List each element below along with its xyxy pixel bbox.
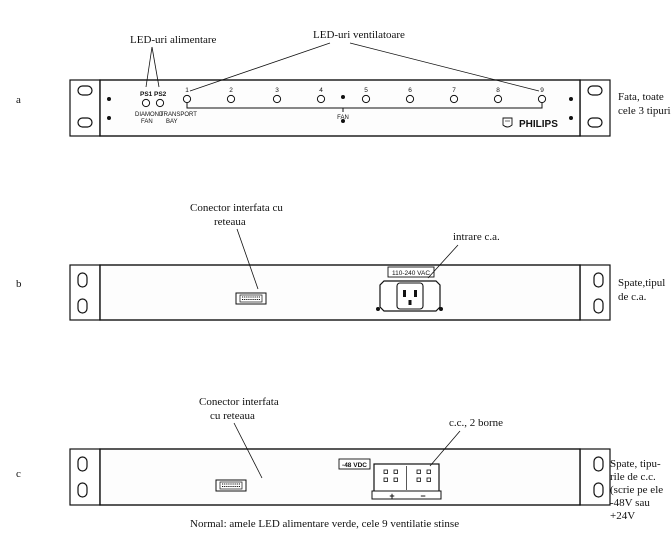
row-c-desc-line4: -48V sau [610,497,650,509]
fan-number-7: 7 [452,87,456,94]
fan-led-3 [272,94,282,104]
rear-c-left-ear [69,448,101,506]
fan-led-8 [493,94,503,104]
front-indicator-dot-bottom [341,119,345,123]
ac-voltage-box [387,266,435,278]
dc-minus-sign: − [420,491,425,501]
front-screw-right-top [569,97,573,101]
row-letter-c: c [16,468,21,480]
rear-panel-ac [99,264,581,321]
fan-led-7 [449,94,459,104]
front-screw-left-bottom [107,116,111,120]
fan-number-8: 8 [496,87,500,94]
row-letter-b: b [16,278,22,290]
front-right-ear [579,79,611,137]
ac-voltage-label: 110-240 VAC [392,270,430,277]
dc-voltage-label: -48 VDC [342,462,367,469]
rear-panel-dc [99,448,581,506]
fan-number-3: 3 [275,87,279,94]
front-indicator-dot-top [341,95,345,99]
front-left-ear [69,79,101,137]
rear-b-left-ear [69,264,101,321]
fan-number-2: 2 [229,87,233,94]
brand-bay: BAY [166,119,178,125]
fan-number-5: 5 [364,87,368,94]
ps1-label: PS1 [140,91,153,98]
fan-number-4: 4 [319,87,323,94]
power-led-2 [155,98,165,108]
row-a-desc-line2: cele 3 tipuri [618,105,671,117]
ac-power-inlet [379,280,441,312]
network-connector-c [215,479,247,492]
ac-inlet-screw-right [439,307,443,311]
dc-terminals-caption: c.c., 2 borne [449,417,503,429]
fan-led-5 [361,94,371,104]
dc-terminal-block [371,463,442,500]
footer-note: Normal: amele LED alimentare verde, cele… [190,518,459,530]
power-led-1 [141,98,151,108]
row-b-desc-line2: de c.a. [618,291,647,303]
philips-shield-icon [502,117,513,128]
fan-led-2 [226,94,236,104]
fan-led-1 [182,94,192,104]
brand-fan: FAN [141,119,153,125]
fan-number-1: 1 [185,87,189,94]
fan-number-9: 9 [540,87,544,94]
led-power-caption: LED-uri alimentare [130,34,217,46]
row-a-desc-line1: Fata, toate [618,91,664,103]
rear-b-right-ear [579,264,611,321]
brand-diamond: DIAMOND [135,112,164,118]
network-connector-c-caption-1: Conector interfata [199,396,279,408]
fan-led-6 [405,94,415,104]
fan-led-9 [537,94,547,104]
ac-input-caption: intrare c.a. [453,231,500,243]
row-c-desc-line3: (scrie pe ele [610,484,663,496]
network-connector-c-caption-2: cu reteaua [210,410,255,422]
row-c-desc-line5: +24V [610,510,635,522]
row-letter-a: a [16,94,21,106]
network-connector-b-caption-1: Conector interfata cu [190,202,283,214]
network-connector-b-caption-2: reteaua [214,216,246,228]
fan-led-4 [316,94,326,104]
philips-logo: PHILIPS [519,119,558,130]
fan-label: FAN [337,115,349,121]
front-screw-right-bottom [569,116,573,120]
front-screw-left-top [107,97,111,101]
rear-c-right-ear [579,448,611,506]
brand-transport: TRANSPORT [160,112,197,118]
led-fans-caption: LED-uri ventilatoare [313,29,405,41]
ps2-label: PS2 [154,91,167,98]
dc-plus-sign: + [389,491,394,501]
row-b-desc-line1: Spate,tipul [618,277,665,289]
fan-number-6: 6 [408,87,412,94]
fan-led-group: 1 2 3 4 5 6 7 8 9 FAN [182,87,547,121]
row-c-desc-line2: rile de c.c. [610,471,656,483]
ac-inlet-screw-left [376,307,380,311]
dc-voltage-box [338,458,371,470]
row-c-desc-line1: Spate, tipu- [610,458,661,470]
network-connector-b [235,292,267,305]
